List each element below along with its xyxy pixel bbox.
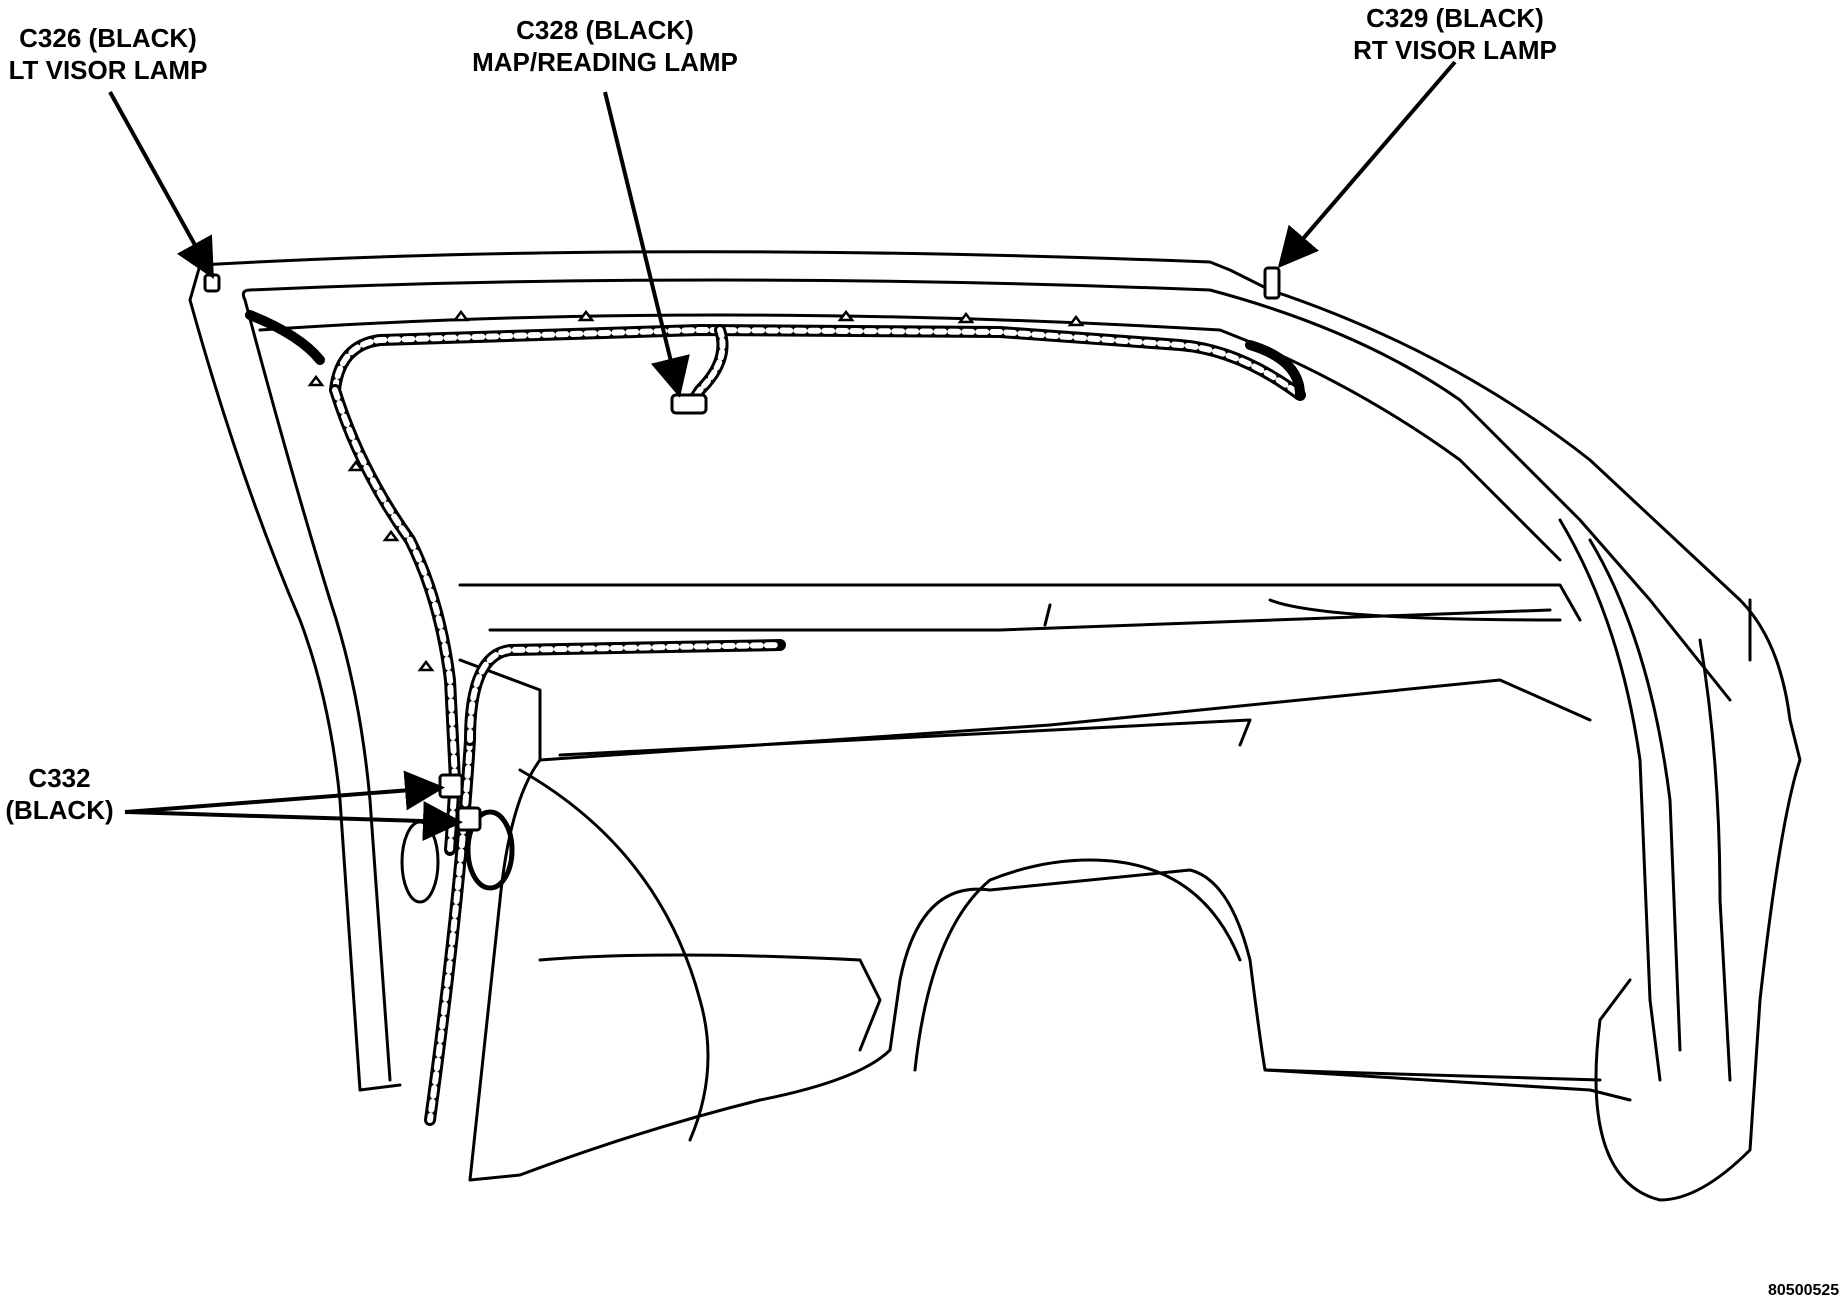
c329-arrow — [1277, 60, 1457, 269]
c328-connector-description: MAP/READING LAMP — [472, 47, 738, 77]
c332-connector-description: (BLACK) — [5, 795, 114, 825]
wiring-harness — [245, 310, 1306, 1126]
c329-connector — [1263, 266, 1281, 300]
c328-connector-id: C328 (BLACK) — [516, 15, 694, 45]
c332-arrow-lower — [124, 801, 463, 842]
c326-connector-description: LT VISOR LAMP — [8, 55, 208, 85]
c332-connector-id: C332 — [28, 763, 91, 793]
c328-callout-label: C328 (BLACK) MAP/READING LAMP — [460, 14, 750, 78]
harness-clips — [307, 309, 1085, 672]
c332-connector-lower — [456, 806, 482, 832]
c332-arrow-upper — [124, 770, 445, 814]
callout-arrows — [108, 60, 1457, 842]
c326-connector-id: C326 (BLACK) — [19, 23, 197, 53]
c326-arrow — [108, 91, 214, 279]
c329-connector-id: C329 (BLACK) — [1366, 3, 1544, 33]
c326-callout-label: C326 (BLACK) LT VISOR LAMP — [8, 22, 208, 86]
c329-connector-description: RT VISOR LAMP — [1353, 35, 1557, 65]
c328-arrow — [603, 91, 690, 398]
c332-callout-label: C332 (BLACK) — [2, 762, 117, 826]
figure-id: 80500525 — [1768, 1282, 1840, 1299]
c329-callout-label: C329 (BLACK) RT VISOR LAMP — [1335, 2, 1575, 66]
connectors — [203, 266, 1281, 832]
c328-connector — [670, 393, 708, 415]
c332-connector-upper — [438, 773, 464, 799]
c326-connector — [203, 273, 221, 293]
vehicle-body-outline — [188, 250, 1802, 1202]
